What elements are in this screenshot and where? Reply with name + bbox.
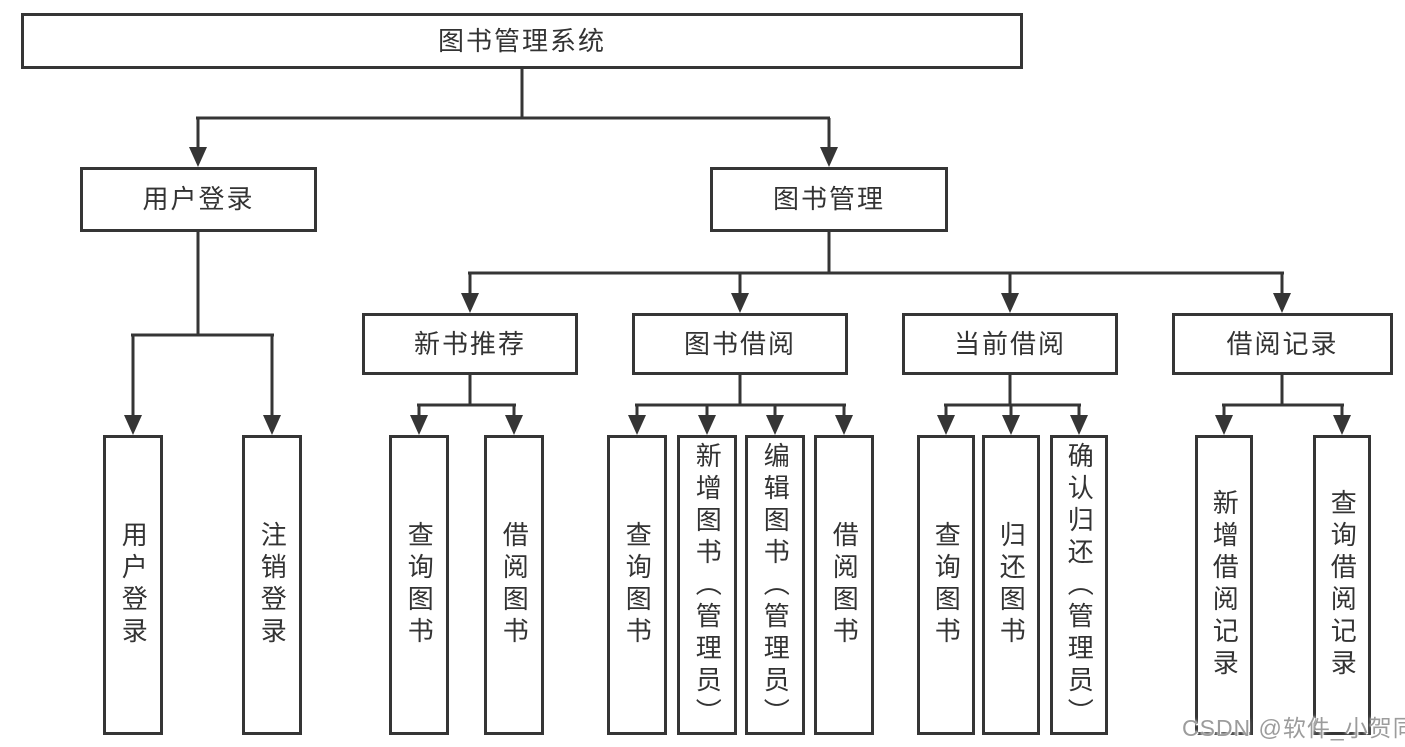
- leaf-logout: 注销登录: [242, 435, 302, 735]
- arrowhead-icon: [628, 415, 646, 435]
- leaf-confirm-return-admin: 确认归还（管理员）: [1050, 435, 1108, 735]
- node-new-book-recommend: 新书推荐: [362, 313, 578, 375]
- arrowhead-icon: [731, 293, 749, 313]
- node-borrow-records: 借阅记录: [1172, 313, 1393, 375]
- leaf-add-borrow-record: 新增借阅记录: [1195, 435, 1253, 735]
- arrowhead-icon: [1002, 415, 1020, 435]
- leaf-query-borrow-record: 查询借阅记录: [1313, 435, 1371, 735]
- arrowhead-icon: [461, 293, 479, 313]
- arrowhead-icon: [1333, 415, 1351, 435]
- leaf-edit-books-admin: 编辑图书（管理员）: [745, 435, 805, 735]
- arrowhead-icon: [263, 415, 281, 435]
- arrowhead-icon: [1001, 293, 1019, 313]
- arrowhead-icon: [766, 415, 784, 435]
- leaf-user-login: 用户登录: [103, 435, 163, 735]
- leaf-return-books: 归还图书: [982, 435, 1040, 735]
- leaf-query-books-recommend: 查询图书: [389, 435, 449, 735]
- csdn-watermark: CSDN @软件_小贺同学: [1182, 715, 1405, 741]
- arrowhead-icon: [1070, 415, 1088, 435]
- leaf-add-books-admin: 新增图书（管理员）: [677, 435, 737, 735]
- leaf-borrow-books: 借阅图书: [814, 435, 874, 735]
- node-book-management: 图书管理: [710, 167, 948, 232]
- leaf-query-books-current: 查询图书: [917, 435, 975, 735]
- arrowhead-icon: [505, 415, 523, 435]
- arrowhead-icon: [820, 147, 838, 167]
- leaf-borrow-books-recommend: 借阅图书: [484, 435, 544, 735]
- arrowhead-icon: [937, 415, 955, 435]
- arrowhead-icon: [410, 415, 428, 435]
- node-current-borrow: 当前借阅: [902, 313, 1118, 375]
- node-root: 图书管理系统: [21, 13, 1023, 69]
- arrowhead-icon: [698, 415, 716, 435]
- arrowhead-icon: [1215, 415, 1233, 435]
- node-user-login: 用户登录: [80, 167, 317, 232]
- arrowhead-icon: [124, 415, 142, 435]
- arrowhead-icon: [1273, 293, 1291, 313]
- node-book-borrow: 图书借阅: [632, 313, 848, 375]
- arrowhead-icon: [189, 147, 207, 167]
- leaf-query-books-borrow: 查询图书: [607, 435, 667, 735]
- arrowhead-icon: [835, 415, 853, 435]
